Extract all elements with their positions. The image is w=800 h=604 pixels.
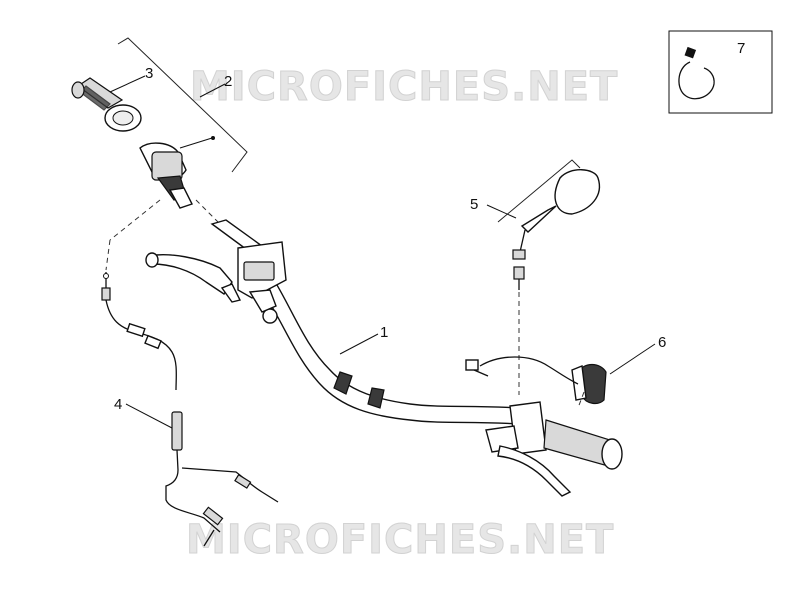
callout-6: 6	[658, 334, 666, 351]
cable-tie-icon	[678, 46, 715, 100]
brake-master-cylinder	[145, 241, 287, 324]
right-grip-assembly	[485, 401, 623, 497]
callout-7: 7	[737, 40, 745, 57]
callout-5: 5	[470, 196, 478, 213]
throttle-cable	[101, 272, 279, 547]
watermark-top: MICROFICHES.NET	[190, 64, 618, 110]
switch-unit	[465, 356, 607, 405]
handgrip-left	[71, 77, 142, 132]
callout-4: 4	[114, 396, 122, 413]
handlebar	[210, 219, 521, 425]
watermark-bottom: MICROFICHES.NET	[186, 517, 614, 563]
rear-view-mirror	[497, 159, 601, 290]
throttle-assembly	[139, 136, 215, 209]
group-2-bracket: 2	[117, 37, 248, 173]
callout-2: 2	[224, 73, 232, 90]
callout-1: 1	[380, 324, 388, 341]
callout-3: 3	[145, 65, 153, 82]
part-7-inset: 7	[668, 30, 773, 114]
